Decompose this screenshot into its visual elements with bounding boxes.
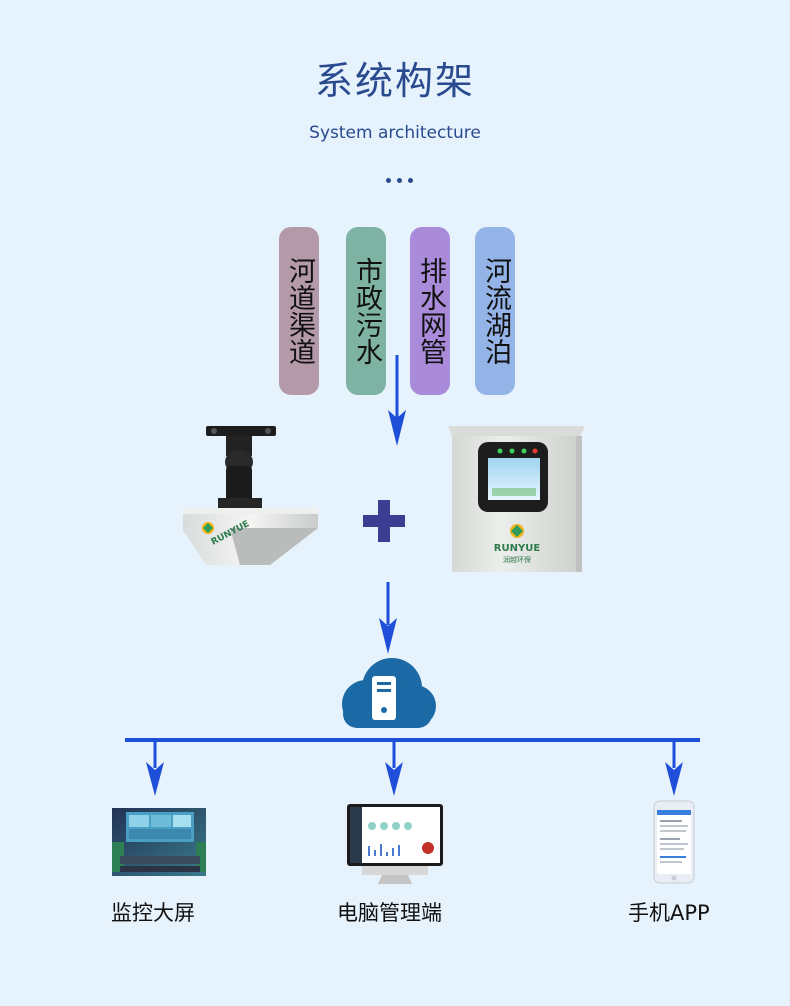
- arrow-sources-to-devices: [388, 355, 406, 446]
- computer-image: [347, 804, 443, 884]
- cabinet-brand-text: RUNYUE: [494, 543, 541, 554]
- output-label-phone-app: 手机APP: [628, 901, 710, 925]
- source-river-lake: 河流湖泊: [475, 227, 515, 395]
- control-cabinet-image: [448, 426, 585, 572]
- ellipsis-icon: [386, 168, 419, 187]
- arrow-to-computer: [385, 740, 403, 796]
- cloud-server-icon: [342, 658, 436, 728]
- output-label-monitor-wall: 监控大屏: [111, 901, 195, 925]
- arrow-to-monitor-wall: [146, 740, 164, 796]
- source-river-channel: 河道渠道: [279, 227, 319, 395]
- page-title: 系统构架: [314, 59, 475, 103]
- arrow-devices-to-cloud: [379, 582, 397, 654]
- page-subtitle: System architecture: [309, 123, 481, 143]
- source-municipal-sewage: 市政污水: [346, 227, 386, 395]
- output-label-computer: 电脑管理端: [337, 901, 442, 925]
- source-drainage-pipe: 排水网管: [410, 227, 450, 395]
- phone-image: [653, 800, 695, 884]
- plus-icon: [363, 500, 405, 542]
- arrow-to-phone: [665, 740, 683, 796]
- monitor-wall-image: [112, 808, 206, 876]
- sensor-device-image: [183, 426, 318, 565]
- cabinet-brand-sub-text: 润越环保: [503, 555, 531, 564]
